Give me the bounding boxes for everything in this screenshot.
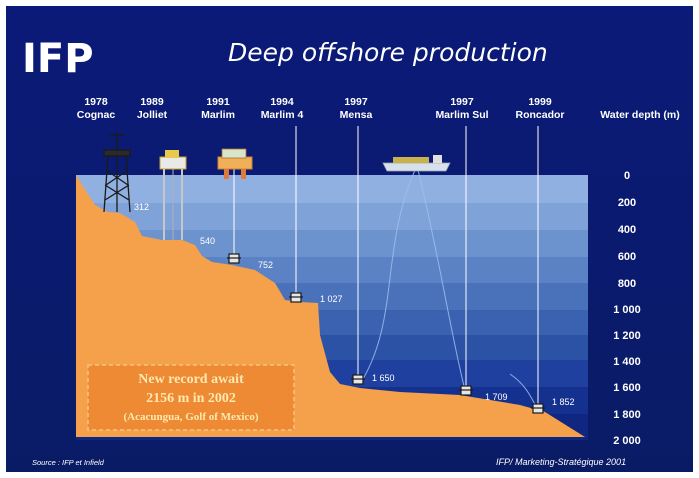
source-note: Source : IFP et Infield [32, 458, 105, 467]
milestone-name: Jolliet [137, 109, 168, 121]
tension-leg-platform-icon [159, 150, 187, 240]
floating-production-unit-icon [217, 148, 253, 258]
milestone-year: 1989 [140, 96, 164, 108]
milestone-name: Marlim Sul [435, 109, 488, 121]
depth-label-roncador: 1 852 [552, 397, 575, 407]
milestone-year: 1978 [84, 96, 108, 108]
wellhead-marlim-4 [289, 292, 303, 303]
depth-label-mensa: 1 650 [372, 373, 395, 383]
fpso-vessel-icon [382, 155, 451, 172]
record-callout: New record await 2156 m in 2002 (Acacung… [87, 364, 295, 431]
wellhead-roncador [531, 403, 545, 414]
milestone-year: 1997 [450, 96, 474, 108]
milestone-name: Marlim [201, 109, 235, 121]
depth-tick: 1 000 [613, 304, 641, 316]
milestone-name: Cognac [77, 109, 116, 121]
wellhead-mensa [351, 374, 365, 385]
depth-axis-ticks: 0 200 400 600 800 1 000 1 200 1 400 1 60… [613, 170, 641, 447]
callout-line-2: 2156 m in 2002 [146, 391, 236, 406]
milestone-year: 1991 [206, 96, 230, 108]
milestone-year: 1997 [344, 96, 368, 108]
depth-label-cognac: 312 [134, 202, 149, 212]
milestone-name: Mensa [340, 109, 373, 121]
record-depth-labels: 312 540 752 1 027 1 650 1 709 1 852 [134, 202, 575, 407]
milestone-headers: 1978 Cognac 1989 Jolliet 1991 Marlim 199… [77, 96, 680, 121]
depth-tick: 600 [618, 251, 636, 263]
depth-tick: 1 600 [613, 382, 641, 394]
depth-axis-header: Water depth (m) [600, 109, 680, 121]
depth-label-marlim-4: 1 027 [320, 294, 343, 304]
credit-note: IFP/ Marketing-Stratégique 2001 [496, 457, 626, 467]
milestone-year: 1999 [528, 96, 552, 108]
slide-title: Deep offshore production [228, 38, 548, 67]
depth-tick: 1 400 [613, 356, 641, 368]
wellhead-marlim [227, 253, 241, 264]
depth-tick: 200 [618, 197, 636, 209]
depth-label-jolliet: 540 [200, 236, 215, 246]
logo: IFP [22, 36, 94, 82]
depth-tick: 1 200 [613, 330, 641, 342]
subsea-wellhead-icons [227, 253, 545, 414]
callout-line-3: (Acacungua, Golf of Mexico) [123, 411, 258, 423]
depth-tick: 2 000 [613, 435, 641, 447]
depth-tick: 0 [624, 170, 630, 182]
milestone-name: Roncador [515, 109, 564, 121]
milestone-year: 1994 [270, 96, 294, 108]
depth-tick: 1 800 [613, 409, 641, 421]
depth-label-marlim-sul: 1 709 [485, 392, 508, 402]
milestone-name: Marlim 4 [261, 109, 304, 121]
wellhead-marlim-sul [459, 385, 473, 396]
depth-tick: 800 [618, 278, 636, 290]
depth-tick: 400 [618, 224, 636, 236]
fixed-jacket-icon [103, 132, 131, 213]
depth-label-marlim: 752 [258, 260, 273, 270]
callout-line-1: New record await [138, 372, 244, 387]
